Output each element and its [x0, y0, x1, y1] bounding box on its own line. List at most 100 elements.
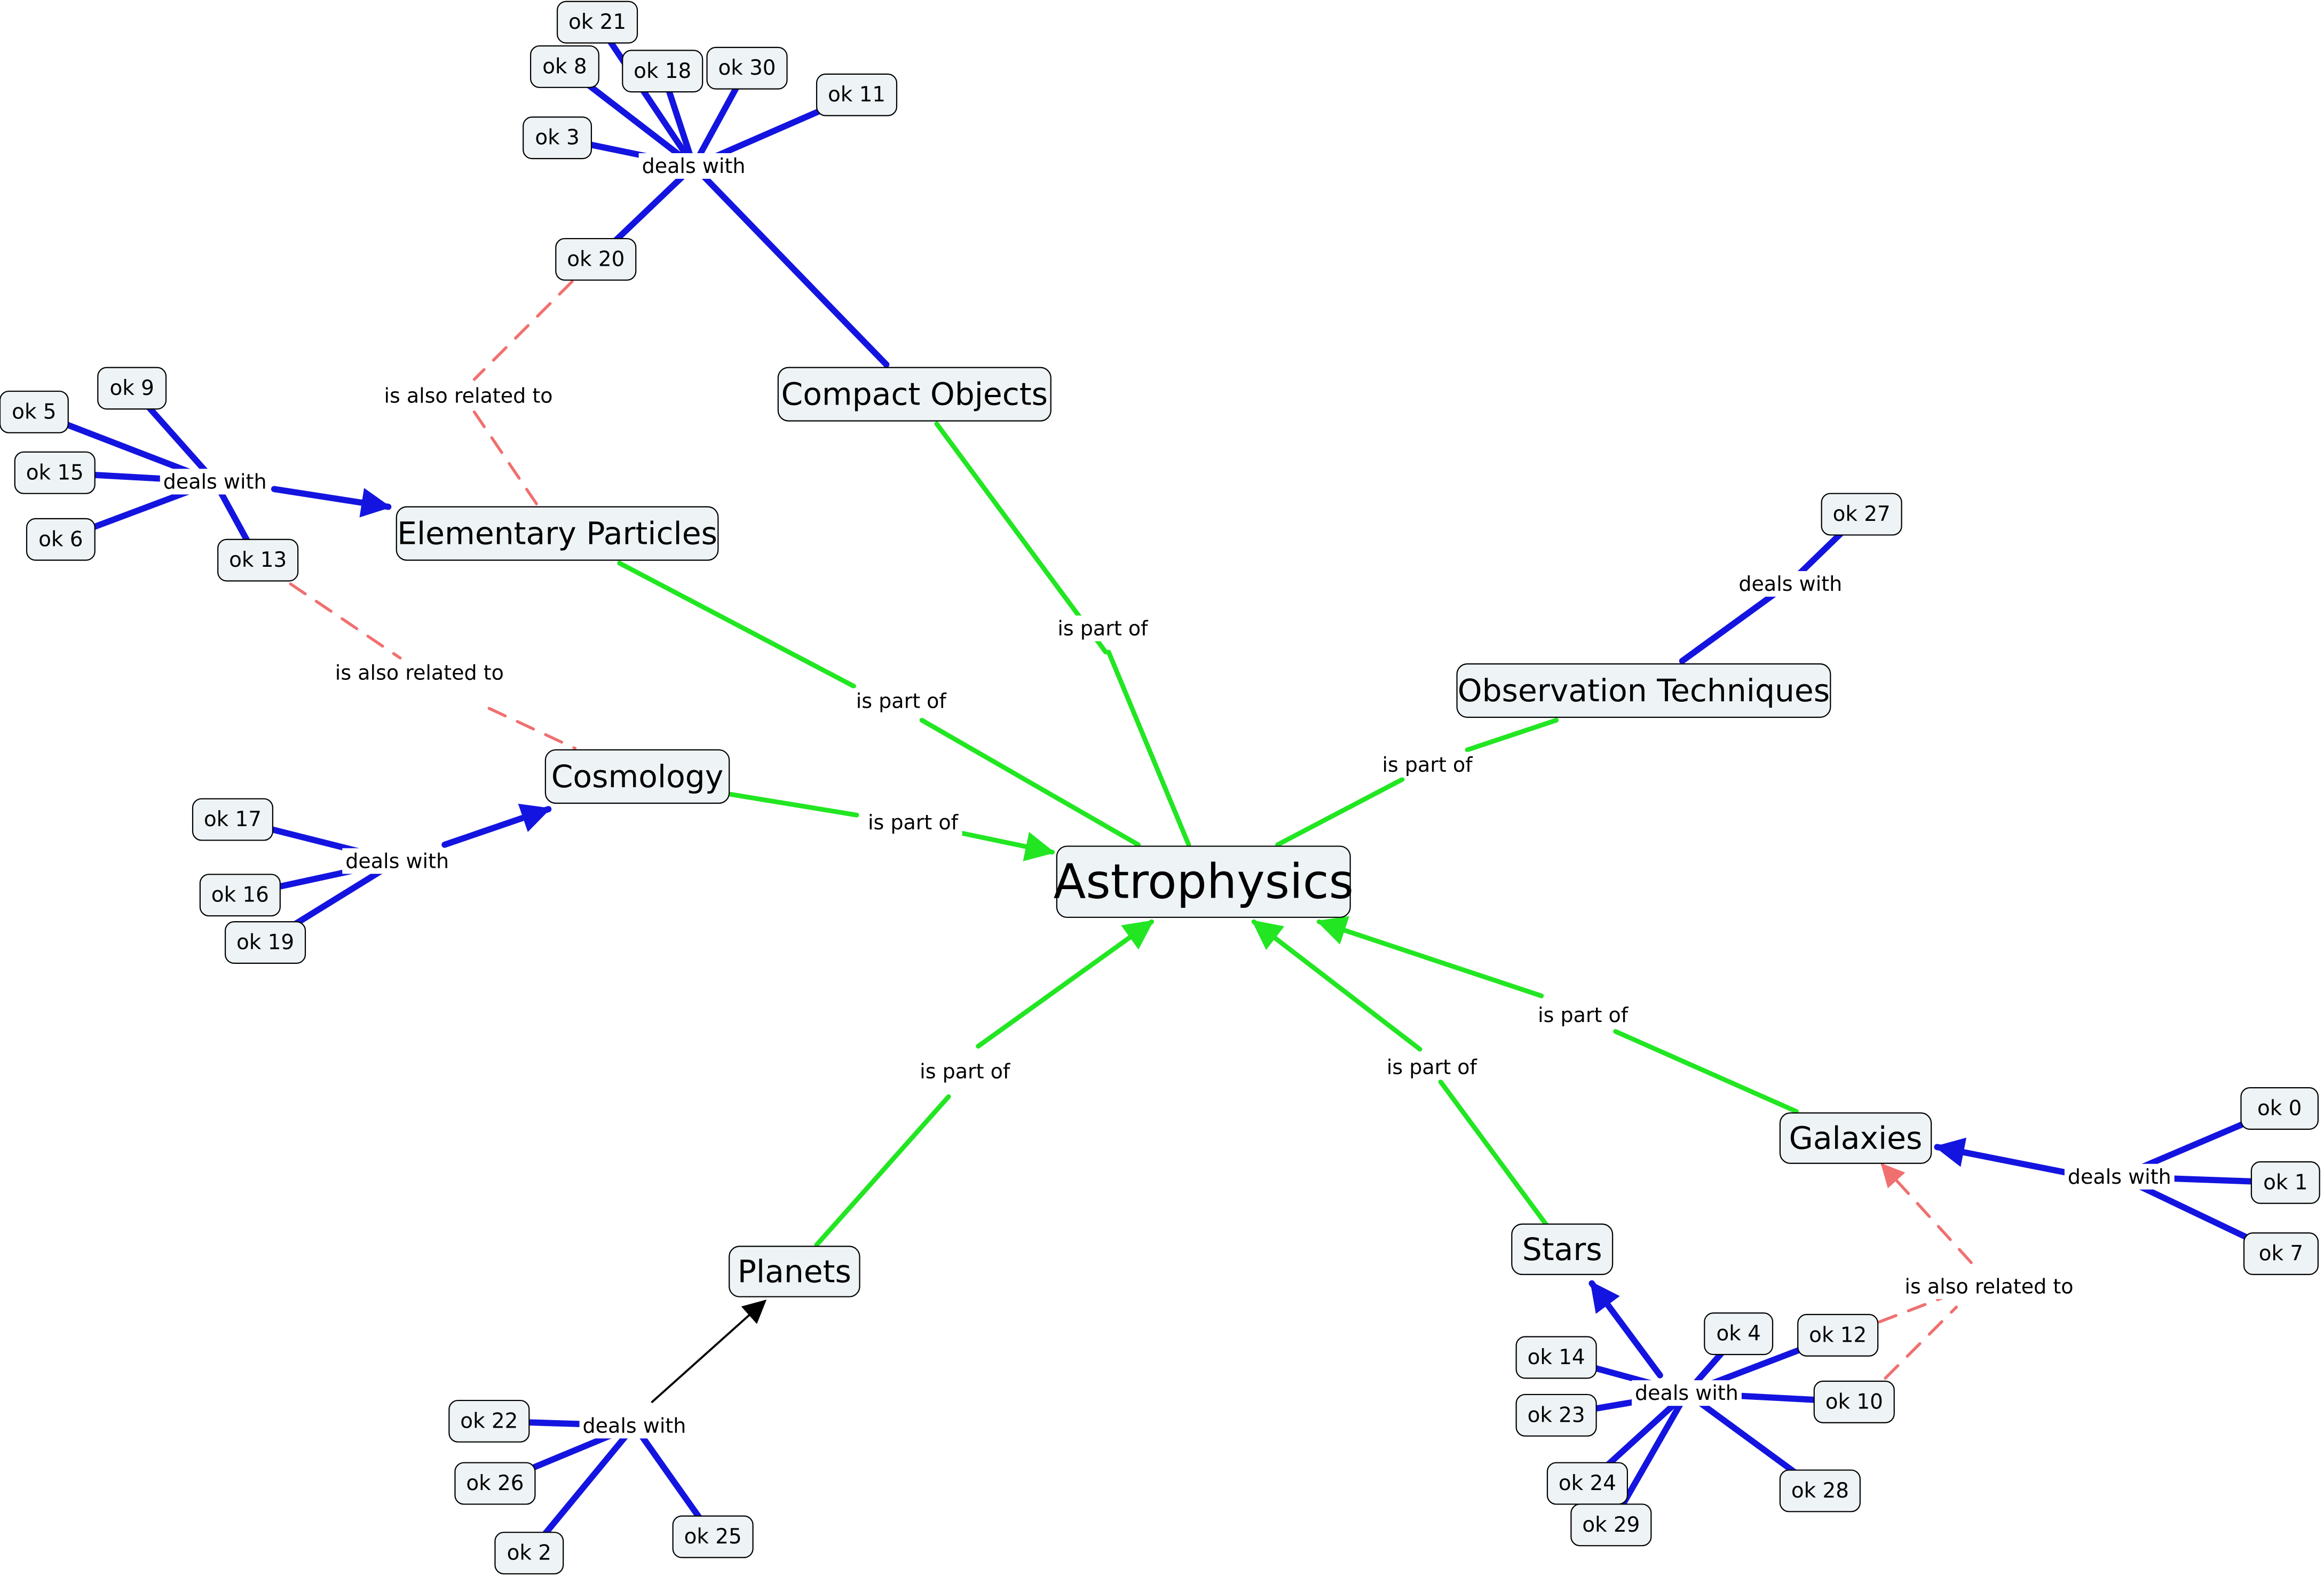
leaf-ok3[interactable]: ok 3: [523, 116, 592, 160]
leaf-ok4-label: ok 4: [1716, 1322, 1760, 1346]
leaf-ok15[interactable]: ok 15: [14, 451, 96, 494]
leaf-ok1-box: [2250, 1161, 2320, 1204]
concept-compact-objects-label: Compact Objects: [781, 376, 1048, 413]
leaf-ok9[interactable]: ok 9: [97, 367, 167, 410]
leaf-ok6-box: [26, 518, 96, 561]
related-label-ok13-cosmology: is also related to: [331, 660, 507, 686]
concept-stars[interactable]: Stars: [1511, 1223, 1614, 1276]
leaf-ok27[interactable]: ok 27: [1821, 493, 1902, 536]
leaf-ok28[interactable]: ok 28: [1779, 1469, 1861, 1512]
leaf-ok10[interactable]: ok 10: [1813, 1380, 1895, 1423]
leaf-ok5-label: ok 5: [12, 400, 56, 424]
leaf-ok5[interactable]: ok 5: [0, 390, 69, 433]
part-of-label-observation-text: is part of: [1382, 753, 1474, 777]
leaf-ok16[interactable]: ok 16: [199, 874, 281, 917]
concept-observation-techniques[interactable]: Observation Techniques: [1456, 663, 1831, 718]
leaf-ok5-box: [0, 390, 69, 433]
link-line: [1613, 1029, 1799, 1114]
deals-with-line: [441, 803, 552, 848]
leaf-ok16-label: ok 16: [211, 883, 269, 907]
leaf-ok24-label: ok 24: [1559, 1471, 1616, 1495]
leaf-ok14-label: ok 14: [1528, 1345, 1585, 1369]
concept-cosmology[interactable]: Cosmology: [544, 749, 730, 804]
leaf-ok27-box: [1821, 493, 1902, 536]
leaf-ok13-box: [217, 538, 299, 582]
leaf-ok9-label: ok 9: [109, 376, 154, 400]
link-line: [1251, 919, 1422, 1052]
concept-galaxies-box: [1779, 1112, 1932, 1164]
leaf-ok17[interactable]: ok 17: [192, 798, 274, 841]
leaf-ok23-label: ok 23: [1528, 1403, 1585, 1427]
leaf-ok19[interactable]: ok 19: [224, 921, 306, 964]
leaf-ok14-box: [1515, 1336, 1597, 1379]
leaf-ok27-label: ok 27: [1833, 502, 1891, 526]
related-line: [289, 582, 402, 660]
concept-planets[interactable]: Planets: [729, 1246, 860, 1297]
leaf-ok2[interactable]: ok 2: [494, 1532, 564, 1575]
leaf-ok1[interactable]: ok 1: [2250, 1161, 2320, 1204]
leaf-ok20-label: ok 20: [567, 247, 625, 271]
leaf-ok30[interactable]: ok 30: [706, 46, 788, 90]
related-label-stars-galaxies: is also related to: [1901, 1273, 2077, 1300]
leaf-ok26[interactable]: ok 26: [454, 1462, 536, 1505]
leaf-ok21-box: [556, 1, 638, 44]
leaf-ok8[interactable]: ok 8: [529, 45, 599, 88]
link-line: [1106, 650, 1191, 848]
concept-astrophysics-box: [1056, 845, 1351, 918]
concept-elementary-particles[interactable]: Elementary Particles: [396, 506, 719, 561]
leaf-ok13[interactable]: ok 13: [217, 538, 299, 582]
leaf-ok21-label: ok 21: [568, 10, 626, 34]
deals-with-label-stars-text: deals with: [1635, 1381, 1738, 1405]
link-line: [1316, 916, 1544, 999]
leaf-ok11[interactable]: ok 11: [816, 73, 898, 116]
leaf-ok11-label: ok 11: [828, 83, 886, 107]
related-line: [1878, 1296, 1943, 1324]
leaf-ok18[interactable]: ok 18: [622, 50, 703, 93]
deals-with-line: [651, 1300, 767, 1403]
leaf-ok7[interactable]: ok 7: [2243, 1232, 2319, 1276]
concept-observation-techniques-label: Observation Techniques: [1458, 672, 1830, 709]
part-of-label-elementary: is part of: [852, 688, 951, 714]
link-line: [934, 421, 1108, 655]
leaf-ok15-label: ok 15: [26, 461, 84, 485]
leaf-ok20[interactable]: ok 20: [555, 237, 637, 281]
part-of-label-compact: is part of: [1054, 615, 1152, 642]
deals-with-label-cosmology-text: deals with: [345, 849, 449, 873]
concept-stars-box: [1511, 1223, 1614, 1276]
leaf-ok30-label: ok 30: [718, 56, 776, 80]
concept-elementary-particles-box: [396, 506, 719, 561]
leaf-ok8-label: ok 8: [542, 54, 587, 78]
deals-with-line: [594, 19, 697, 169]
leaf-ok0-box: [2240, 1087, 2319, 1130]
leaf-ok21[interactable]: ok 21: [556, 1, 638, 44]
leaf-ok29[interactable]: ok 29: [1570, 1503, 1652, 1547]
leaf-ok25-box: [672, 1515, 754, 1558]
concept-planets-label: Planets: [738, 1253, 851, 1289]
leaf-ok4[interactable]: ok 4: [1704, 1312, 1774, 1356]
leaf-ok13-label: ok 13: [229, 548, 287, 572]
deals-with-label-cosmology: deals with: [342, 848, 453, 874]
concept-galaxies[interactable]: Galaxies: [1779, 1112, 1932, 1164]
leaf-ok25[interactable]: ok 25: [672, 1515, 754, 1558]
leaf-ok22[interactable]: ok 22: [448, 1399, 530, 1443]
leaf-ok12[interactable]: ok 12: [1797, 1313, 1879, 1357]
deals-with-label-galaxies-text: deals with: [2068, 1165, 2171, 1189]
leaf-ok29-label: ok 29: [1582, 1513, 1640, 1537]
link-line: [617, 560, 856, 689]
leaf-ok0[interactable]: ok 0: [2240, 1087, 2319, 1130]
concept-astrophysics[interactable]: Astrophysics: [1054, 845, 1354, 918]
leaf-ok17-label: ok 17: [204, 807, 262, 831]
link-line: [1465, 718, 1559, 753]
leaf-ok4-box: [1704, 1312, 1774, 1356]
leaf-ok24[interactable]: ok 24: [1546, 1462, 1629, 1505]
leaf-ok17-box: [192, 798, 274, 841]
part-of-label-elementary-text: is part of: [856, 689, 947, 712]
leaf-ok6[interactable]: ok 6: [26, 518, 96, 561]
leaf-ok14[interactable]: ok 14: [1515, 1336, 1597, 1379]
leaf-ok23[interactable]: ok 23: [1515, 1393, 1597, 1437]
concept-compact-objects[interactable]: Compact Objects: [777, 367, 1052, 422]
deals-with-line: [1588, 1280, 1663, 1379]
leaf-ok6-label: ok 6: [38, 527, 83, 551]
related-label-particles-ok20: is also related to: [381, 383, 556, 409]
